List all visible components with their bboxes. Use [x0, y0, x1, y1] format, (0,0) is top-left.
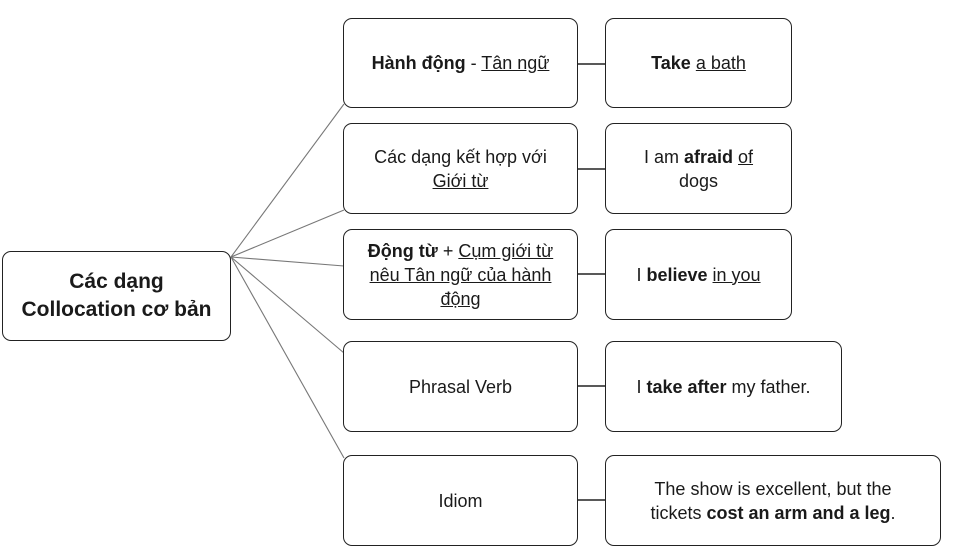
- type-node-preposition-combination: Các dạng kết hợp với Giới từ: [343, 123, 578, 214]
- example-node-cost-an-arm-and-a-leg-text: The show is excellent, but the tickets c…: [650, 477, 895, 525]
- connector-root-row3: [230, 256, 345, 267]
- example-node-afraid-of-dogs-text: I am afraid of dogs: [644, 145, 753, 193]
- example-node-take-a-bath-text: Take a bath: [651, 51, 746, 75]
- text-bold: Động từ: [367, 240, 438, 261]
- text-bold: believe: [646, 264, 708, 285]
- type-node-idiom-text: Idiom: [438, 490, 483, 511]
- type-node-phrasal-verb: Phrasal Verb: [343, 341, 578, 432]
- connector-root-row1: [230, 103, 345, 258]
- text-plain: I am: [643, 146, 684, 167]
- connector-root-row2: [230, 209, 345, 258]
- text-underlined: Giới từ: [432, 170, 489, 191]
- example-node-take-after-text: I take after my father.: [636, 375, 810, 399]
- text-plain: I: [636, 376, 647, 397]
- type-node-action-object-text: Hành động - Tân ngữ: [372, 51, 550, 75]
- text-bold: take after: [646, 376, 727, 397]
- example-node-believe-in-you-text: I believe in you: [636, 263, 760, 287]
- text-line: Các dạng kết hợp với: [374, 146, 547, 167]
- type-node-verb-prepositional-phrase: Động từ + Cụm giới từ nêu Tân ngữ của hà…: [343, 229, 578, 320]
- type-node-verb-prepositional-phrase-text: Động từ + Cụm giới từ nêu Tân ngữ của hà…: [368, 239, 553, 311]
- root-text: Các dạng Collocation cơ bản: [22, 268, 212, 324]
- text-line: dogs: [678, 170, 719, 191]
- connector-root-row4: [230, 256, 345, 354]
- text-underlined: nêu Tân ngữ của hành: [369, 264, 552, 285]
- type-node-preposition-combination-text: Các dạng kết hợp với Giới từ: [374, 145, 547, 193]
- text-underlined: Tân ngữ: [481, 53, 550, 73]
- text-plain: +: [437, 240, 459, 261]
- text-underlined: in you: [712, 264, 761, 285]
- type-node-idiom: Idiom: [343, 455, 578, 546]
- text-plain: tickets: [650, 502, 707, 523]
- text-bold: Hành động: [371, 53, 466, 73]
- text-underlined: of: [738, 146, 754, 167]
- example-node-take-after: I take after my father.: [605, 341, 842, 432]
- root-line2: Collocation cơ bản: [21, 298, 212, 321]
- connector-root-row5: [230, 256, 345, 459]
- text-plain: -: [465, 53, 482, 73]
- type-node-phrasal-verb-text: Phrasal Verb: [408, 376, 513, 397]
- text-underlined: Cụm giới từ: [458, 240, 554, 261]
- text-bold: Take: [651, 53, 691, 73]
- example-node-afraid-of-dogs: I am afraid of dogs: [605, 123, 792, 214]
- text-plain: .: [890, 502, 896, 523]
- text-underlined: a bath: [695, 53, 746, 73]
- root-node: Các dạng Collocation cơ bản: [2, 251, 231, 341]
- text-line: The show is excellent, but the: [654, 478, 892, 499]
- example-node-take-a-bath: Take a bath: [605, 18, 792, 108]
- text-plain: I: [636, 264, 647, 285]
- text-bold: cost an arm and a leg: [706, 502, 891, 523]
- type-node-action-object: Hành động - Tân ngữ: [343, 18, 578, 108]
- example-node-cost-an-arm-and-a-leg: The show is excellent, but the tickets c…: [605, 455, 941, 546]
- text-underlined: động: [440, 288, 481, 309]
- text-plain: my father.: [726, 376, 811, 397]
- text-bold: afraid: [683, 146, 733, 167]
- example-node-believe-in-you: I believe in you: [605, 229, 792, 320]
- root-line1: Các dạng: [69, 270, 164, 293]
